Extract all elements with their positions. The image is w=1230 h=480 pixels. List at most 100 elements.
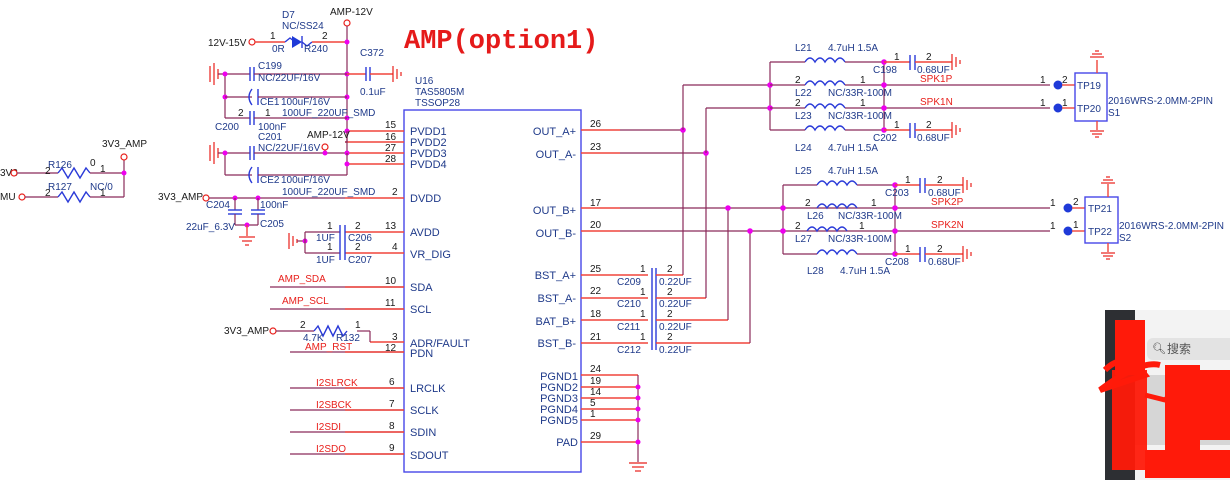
schematic-label: 1 xyxy=(640,287,646,298)
schematic-label: 2 xyxy=(937,244,943,255)
net-3v3-amp-dvdd: 3V3_AMP xyxy=(158,192,203,203)
junction-dot xyxy=(780,205,786,211)
resistor-r127 xyxy=(57,190,91,204)
pin-scl: SCL xyxy=(410,304,431,316)
wire xyxy=(248,166,253,184)
junction-dot xyxy=(222,71,228,77)
schematic-label: 11 xyxy=(385,298,396,309)
pin-out-a-plus: OUT_A+ xyxy=(533,126,576,138)
s2-part: 2016WRS-2.0MM-2PIN xyxy=(1119,221,1224,232)
schematic-label: C208 xyxy=(885,257,909,268)
schematic-label: 2 xyxy=(795,98,801,109)
c212-ref: C212 xyxy=(617,345,641,356)
schematic-label: 1 xyxy=(894,52,900,63)
test-point-tp21 xyxy=(1063,203,1073,213)
net-amp-sda: AMP_SDA xyxy=(278,274,326,285)
schematic-label: L25 xyxy=(795,166,812,177)
schematic-label: TP20 xyxy=(1077,104,1101,115)
schematic-label: NC/SS24 xyxy=(282,21,324,32)
schematic-label: C372 xyxy=(360,48,384,59)
schematic-label: R240 xyxy=(304,44,328,55)
schematic-label: 2 xyxy=(926,52,932,63)
schematic-label: L22 xyxy=(795,88,812,99)
schematic-label: 2 xyxy=(355,242,361,253)
junction-dot xyxy=(881,82,887,88)
inductor-l28 xyxy=(816,249,858,256)
pin-avdd: AVDD xyxy=(410,227,440,239)
c210-value: 0.22UF xyxy=(659,299,692,310)
junction-dot xyxy=(635,395,641,401)
schematic-element xyxy=(209,142,219,164)
junction-dot xyxy=(635,384,641,390)
schematic-label: 4.7uH 1.5A xyxy=(840,266,890,277)
s2-ref: S2 xyxy=(1119,233,1132,244)
schematic-label: NC/22UF/16V xyxy=(258,143,321,154)
schematic-label: 1 xyxy=(871,198,877,209)
schematic-element xyxy=(288,233,298,249)
schematic-label: C202 xyxy=(873,133,897,144)
pin-sdout: SDOUT xyxy=(410,450,449,462)
schematic-label: 2 xyxy=(322,31,328,42)
junction-dot xyxy=(747,228,753,234)
wire xyxy=(248,88,253,106)
inductor-l24 xyxy=(804,125,846,132)
schematic-label: C207 xyxy=(348,255,372,266)
schematic-label: 0.68UF xyxy=(928,188,961,199)
pin-bat-b-plus: BAT_B+ xyxy=(536,316,576,328)
resistor-r126 xyxy=(57,166,91,180)
net-spk1p: SPK1P xyxy=(920,74,953,85)
pin-pvdd1: PVDD1 xyxy=(410,126,447,138)
schematic-label: 1UF xyxy=(316,255,335,266)
pin-dvdd: DVDD xyxy=(410,193,441,205)
schematic-label: R132 xyxy=(336,333,360,344)
schematic-label: 2 xyxy=(667,264,673,275)
schematic-label: L21 xyxy=(795,43,812,54)
pin-lrclk: LRCLK xyxy=(410,383,446,395)
schematic-element xyxy=(1074,72,1108,122)
pin-pgnd1: PGND1 xyxy=(540,371,578,383)
inductor-l23 xyxy=(804,103,846,110)
schematic-label: 2 xyxy=(667,309,673,320)
net-mu-left: MU xyxy=(0,192,16,203)
schematic-element xyxy=(1101,176,1115,184)
schematic-element xyxy=(392,66,402,82)
s1-ref: S1 xyxy=(1108,108,1121,119)
test-point-tp19 xyxy=(1053,80,1063,90)
schematic-label: NC/0 xyxy=(90,182,113,193)
s1-part: 2016WRS-2.0MM-2PIN xyxy=(1108,96,1213,107)
net-spk2n: SPK2N xyxy=(931,220,964,231)
schematic-label: 2 xyxy=(1062,75,1068,86)
net-spk1n: SPK1N xyxy=(920,97,953,108)
schematic-label: C200 xyxy=(215,122,239,133)
schematic-label: 1 xyxy=(100,188,106,199)
schematic-label: 27 xyxy=(385,143,397,154)
schematic-label: 1 xyxy=(894,120,900,131)
junction-dot xyxy=(780,228,786,234)
schematic-label: 5 xyxy=(590,398,596,409)
pin-pvdd2: PVDD2 xyxy=(410,137,447,149)
inductor-l22 xyxy=(804,80,846,87)
schematic-label: 1 xyxy=(265,108,271,119)
inductor-l26 xyxy=(816,203,858,210)
schematic-label: 7 xyxy=(389,399,395,410)
schematic-label: 1 xyxy=(640,309,646,320)
schematic-label: 1 xyxy=(640,264,646,275)
schematic-label: 23 xyxy=(590,142,602,153)
schematic-element xyxy=(1084,196,1119,244)
junction-dot xyxy=(344,161,350,167)
schematic-label: C201 xyxy=(258,132,282,143)
pin-pgnd3: PGND3 xyxy=(540,393,578,405)
junction-dot xyxy=(121,170,127,176)
search-input[interactable]: 🔍︎ 搜索 xyxy=(1147,338,1230,360)
schematic-label: 4.7uH 1.5A xyxy=(828,43,878,54)
schematic-label: 0 xyxy=(90,158,96,169)
pin-pdn: PDN xyxy=(410,348,433,360)
schematic-label: NC/33R-100M xyxy=(828,88,892,99)
schematic-element xyxy=(1090,50,1104,58)
schematic-label: 1 xyxy=(1073,220,1079,231)
schematic-label: C206 xyxy=(348,233,372,244)
